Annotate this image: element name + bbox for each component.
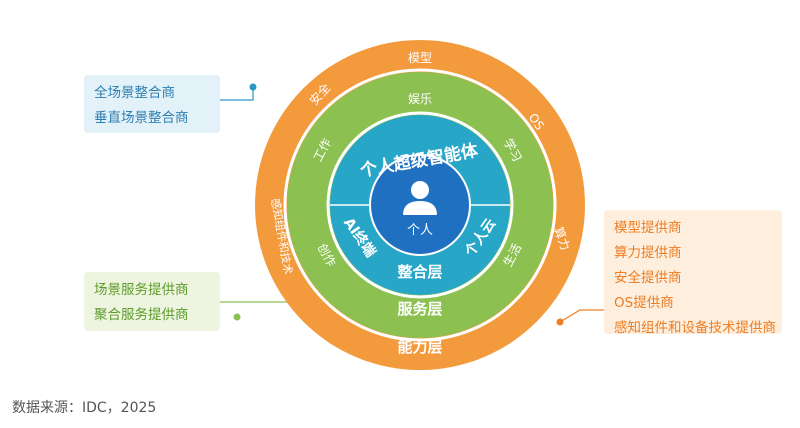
service-layer-label: 服务层 <box>397 300 442 318</box>
integration-partners-box: 全场景整合商 垂直场景整合商 <box>84 75 220 133</box>
integration-partner-item: 全场景整合商 <box>94 85 175 101</box>
capability-provider-item: 安全提供商 <box>614 270 682 286</box>
integration-ring-border <box>326 111 514 299</box>
person-icon <box>403 181 437 215</box>
integration-partner-item: 垂直场景整合商 <box>94 110 189 126</box>
capability-provider-item: 算力提供商 <box>614 245 682 261</box>
service-item-entertainment: 娱乐 <box>408 92 432 106</box>
capability-layer-label: 能力层 <box>397 338 442 356</box>
integration-layer-label: 整合层 <box>397 263 442 281</box>
service-providers-box: 场景服务提供商 聚合服务提供商 <box>84 272 220 331</box>
capability-providers-box: 模型提供商 算力提供商 安全提供商 OS提供商 感知组件和设备技术提供商 <box>604 210 782 336</box>
connector-lines <box>220 83 604 326</box>
center-label: 个人 <box>407 223 433 238</box>
data-source-note: 数据来源：IDC，2025 <box>12 400 157 416</box>
service-provider-item: 场景服务提供商 <box>94 282 189 298</box>
capability-provider-item: OS提供商 <box>614 295 674 311</box>
service-provider-item: 聚合服务提供商 <box>94 307 189 323</box>
capability-item-model: 模型 <box>408 51 432 65</box>
capability-provider-item: 模型提供商 <box>614 220 682 236</box>
capability-provider-item: 感知组件和设备技术提供商 <box>614 320 776 336</box>
capability-ring-border <box>283 68 557 342</box>
